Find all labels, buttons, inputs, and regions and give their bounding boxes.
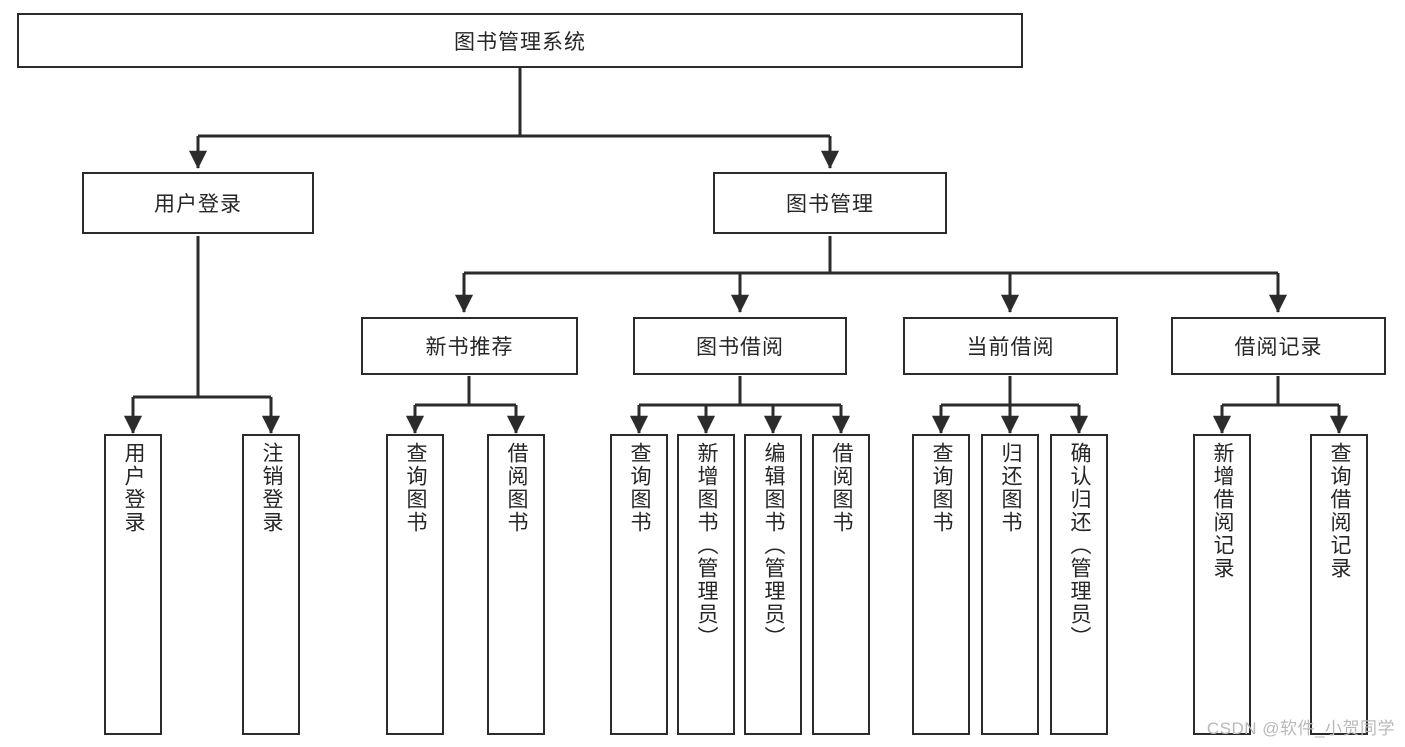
leaf-add-record-label: 新增借阅记录 <box>1211 442 1235 580</box>
leaf-return-book[interactable]: 归还图书 <box>981 434 1039 735</box>
leaf-borrow-book-1[interactable]: 借阅图书 <box>487 434 545 735</box>
leaf-query-record[interactable]: 查询借阅记录 <box>1310 434 1368 735</box>
leaf-borrow-book-2-label: 借阅图书 <box>830 442 854 534</box>
node-new-book-recommend-label: 新书推荐 <box>425 336 514 359</box>
node-book-manage-label: 图书管理 <box>786 193 874 216</box>
node-root-label: 图书管理系统 <box>454 30 586 54</box>
leaf-query-record-label: 查询借阅记录 <box>1328 442 1352 580</box>
leaf-edit-book[interactable]: 编辑图书（管理员） <box>744 434 802 735</box>
leaf-add-book[interactable]: 新增图书（管理员） <box>677 434 735 735</box>
node-new-book-recommend[interactable]: 新书推荐 <box>361 317 578 375</box>
leaf-borrow-book-2[interactable]: 借阅图书 <box>812 434 870 735</box>
node-book-borrow[interactable]: 图书借阅 <box>633 317 847 375</box>
leaf-add-book-label: 新增图书（管理员） <box>695 442 719 649</box>
leaf-logout-login[interactable]: 注销登录 <box>242 434 300 735</box>
leaf-query-book-1[interactable]: 查询图书 <box>386 434 444 735</box>
node-borrow-record[interactable]: 借阅记录 <box>1171 317 1386 375</box>
leaf-logout-login-label: 注销登录 <box>260 442 284 534</box>
leaf-add-record[interactable]: 新增借阅记录 <box>1193 434 1251 735</box>
leaf-query-book-3[interactable]: 查询图书 <box>912 434 970 735</box>
leaf-user-login[interactable]: 用户登录 <box>104 434 162 735</box>
node-book-manage[interactable]: 图书管理 <box>713 172 947 234</box>
leaf-query-book-2[interactable]: 查询图书 <box>610 434 668 735</box>
leaf-query-book-1-label: 查询图书 <box>404 442 428 534</box>
watermark-text: CSDN @软件_小贺同学 <box>1206 719 1395 738</box>
leaf-confirm-return[interactable]: 确认归还（管理员） <box>1050 434 1108 735</box>
node-current-borrow[interactable]: 当前借阅 <box>903 317 1118 375</box>
node-borrow-record-label: 借阅记录 <box>1234 336 1323 359</box>
node-root[interactable]: 图书管理系统 <box>17 13 1023 68</box>
leaf-edit-book-label: 编辑图书（管理员） <box>762 442 786 649</box>
node-user-login[interactable]: 用户登录 <box>82 172 314 234</box>
leaf-confirm-return-label: 确认归还（管理员） <box>1068 442 1092 649</box>
leaf-query-book-2-label: 查询图书 <box>628 442 652 534</box>
node-book-borrow-label: 图书借阅 <box>696 336 784 359</box>
node-current-borrow-label: 当前借阅 <box>966 336 1055 359</box>
leaf-return-book-label: 归还图书 <box>999 442 1023 534</box>
leaf-query-book-3-label: 查询图书 <box>930 442 954 534</box>
node-user-login-label: 用户登录 <box>154 193 242 216</box>
leaf-borrow-book-1-label: 借阅图书 <box>505 442 529 534</box>
leaf-user-login-label: 用户登录 <box>122 442 146 534</box>
